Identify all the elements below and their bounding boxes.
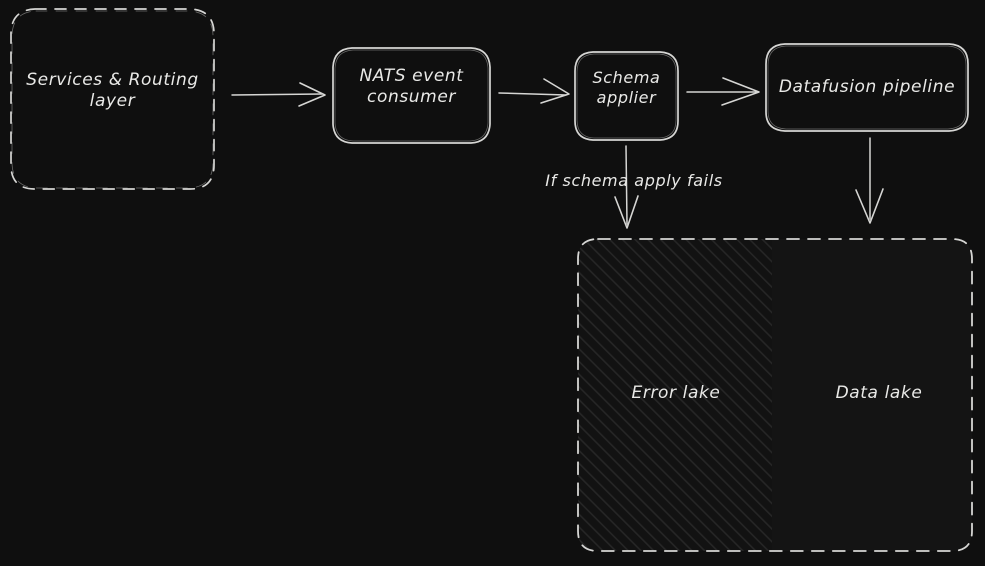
arrowhead-icon (855, 188, 884, 224)
datafusion-pipeline-node[interactable] (765, 43, 969, 132)
nats-event-consumer-border-inner (334, 49, 489, 142)
arrowhead-icon (614, 195, 639, 229)
arrowhead-icon (298, 82, 326, 107)
nats-event-consumer-border (332, 47, 491, 144)
edge-datafusion-to-data-lake (855, 137, 884, 224)
services-routing-layer-node[interactable] (10, 8, 215, 190)
edge-schema-to-datafusion (686, 77, 760, 106)
datafusion-pipeline-border-inner (767, 45, 967, 130)
edge-services-to-nats (231, 82, 326, 107)
services-routing-layer-border-inner (11, 10, 214, 189)
schema-applier-border (574, 51, 679, 141)
arrowhead-icon (721, 77, 760, 106)
edge-schema-to-error-lake (614, 145, 639, 229)
lake-container-border (577, 238, 973, 552)
schema-applier-node[interactable] (574, 51, 679, 141)
datafusion-pipeline-border (765, 43, 969, 132)
arrowhead-icon (540, 78, 570, 104)
lake-fill-group (578, 239, 972, 551)
lake-container-node[interactable] (577, 238, 973, 552)
edge-nats-to-schema (498, 78, 570, 104)
schema-applier-border-inner (576, 53, 677, 139)
services-routing-layer-border (10, 8, 215, 190)
nats-event-consumer-node[interactable] (332, 47, 491, 144)
error-lake-region (578, 239, 772, 551)
